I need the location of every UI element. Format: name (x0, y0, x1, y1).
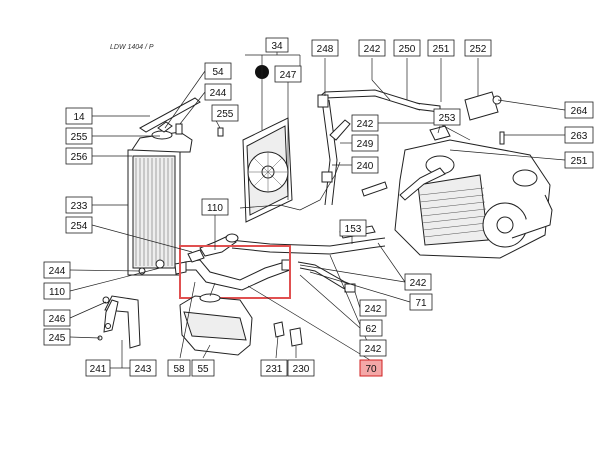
svg-text:58: 58 (173, 364, 185, 375)
label-110[interactable]: 110 (201, 198, 229, 216)
label-251[interactable]: 251 (427, 39, 455, 57)
svg-text:263: 263 (571, 131, 588, 142)
label-244-b[interactable]: 244 (43, 261, 71, 279)
svg-text:250: 250 (399, 44, 416, 55)
svg-text:247: 247 (280, 70, 297, 81)
svg-text:246: 246 (49, 314, 66, 325)
svg-text:249: 249 (357, 139, 374, 150)
label-242-d[interactable]: 242 (359, 299, 387, 317)
svg-text:242: 242 (365, 304, 382, 315)
svg-text:242: 242 (364, 44, 381, 55)
label-34[interactable]: 34 (265, 37, 289, 53)
svg-text:241: 241 (90, 364, 107, 375)
svg-text:153: 153 (345, 224, 362, 235)
svg-text:242: 242 (365, 344, 382, 355)
expansion-tank (179, 282, 253, 356)
svg-text:255: 255 (217, 109, 234, 120)
svg-text:256: 256 (71, 152, 88, 163)
reference-code: LDW 1404 / P (110, 44, 154, 51)
svg-text:242: 242 (357, 119, 374, 130)
label-233[interactable]: 233 (65, 196, 93, 214)
svg-text:240: 240 (357, 161, 374, 172)
hose-clips (273, 321, 303, 347)
svg-text:251: 251 (433, 44, 450, 55)
label-62[interactable]: 62 (359, 319, 383, 337)
part-labels: 34 248 242 250 251 252 54 247 244 255 26… (43, 37, 594, 377)
svg-text:244: 244 (210, 88, 227, 99)
svg-text:70: 70 (365, 364, 377, 375)
label-255[interactable]: 255 (211, 104, 239, 122)
svg-text:252: 252 (470, 44, 487, 55)
label-242[interactable]: 242 (358, 39, 386, 57)
highlight-frame-part-70 (179, 245, 291, 299)
radiator (127, 97, 224, 276)
label-252[interactable]: 252 (464, 39, 492, 57)
label-240[interactable]: 240 (351, 156, 379, 174)
svg-text:242: 242 (410, 278, 427, 289)
label-243[interactable]: 243 (129, 359, 157, 377)
label-242-b[interactable]: 242 (351, 114, 379, 132)
svg-text:251: 251 (571, 156, 588, 167)
label-55[interactable]: 55 (191, 359, 215, 377)
label-248[interactable]: 248 (311, 39, 339, 57)
label-263[interactable]: 263 (564, 126, 594, 144)
mounting-bracket (97, 295, 141, 349)
label-70-highlighted[interactable]: 70 (359, 359, 383, 377)
svg-text:71: 71 (415, 298, 427, 309)
svg-text:34: 34 (271, 41, 283, 52)
label-254[interactable]: 254 (65, 216, 93, 234)
label-14[interactable]: 14 (65, 107, 93, 125)
label-110-b[interactable]: 110 (43, 282, 71, 300)
label-245[interactable]: 245 (43, 328, 71, 346)
label-255-b[interactable]: 255 (65, 127, 93, 145)
svg-text:110: 110 (49, 287, 65, 298)
svg-text:253: 253 (439, 113, 456, 124)
svg-text:110: 110 (207, 203, 223, 214)
svg-text:243: 243 (135, 364, 152, 375)
svg-text:233: 233 (71, 201, 88, 212)
svg-text:14: 14 (73, 112, 85, 123)
label-264[interactable]: 264 (564, 101, 594, 119)
label-241[interactable]: 241 (85, 359, 111, 377)
label-244[interactable]: 244 (204, 83, 232, 101)
svg-text:248: 248 (317, 44, 334, 55)
label-71[interactable]: 71 (409, 293, 433, 311)
label-253[interactable]: 253 (433, 108, 461, 126)
label-242-e[interactable]: 242 (359, 339, 387, 357)
wiring-harness (239, 161, 341, 211)
label-230[interactable]: 230 (287, 359, 315, 377)
svg-text:55: 55 (197, 364, 209, 375)
label-250[interactable]: 250 (393, 39, 421, 57)
svg-text:231: 231 (266, 364, 283, 375)
thermostat-housing (429, 91, 505, 145)
svg-text:255: 255 (71, 132, 88, 143)
fan-shroud (242, 65, 293, 223)
engine-block (394, 139, 551, 259)
svg-text:54: 54 (212, 67, 224, 78)
label-249[interactable]: 249 (351, 134, 379, 152)
hoses-upper (317, 89, 553, 239)
svg-text:254: 254 (71, 221, 88, 232)
label-58[interactable]: 58 (167, 359, 191, 377)
label-54[interactable]: 54 (204, 62, 232, 80)
label-251-b[interactable]: 251 (564, 151, 594, 169)
label-247[interactable]: 247 (274, 65, 302, 83)
label-242-c[interactable]: 242 (404, 273, 432, 291)
svg-text:245: 245 (49, 333, 66, 344)
label-256[interactable]: 256 (65, 147, 93, 165)
svg-text:230: 230 (293, 364, 310, 375)
svg-text:264: 264 (571, 106, 588, 117)
label-153[interactable]: 153 (339, 219, 367, 237)
svg-text:62: 62 (365, 324, 377, 335)
label-246[interactable]: 246 (43, 309, 71, 327)
svg-text:244: 244 (49, 266, 66, 277)
label-231[interactable]: 231 (260, 359, 288, 377)
hoses-lower (229, 225, 386, 293)
